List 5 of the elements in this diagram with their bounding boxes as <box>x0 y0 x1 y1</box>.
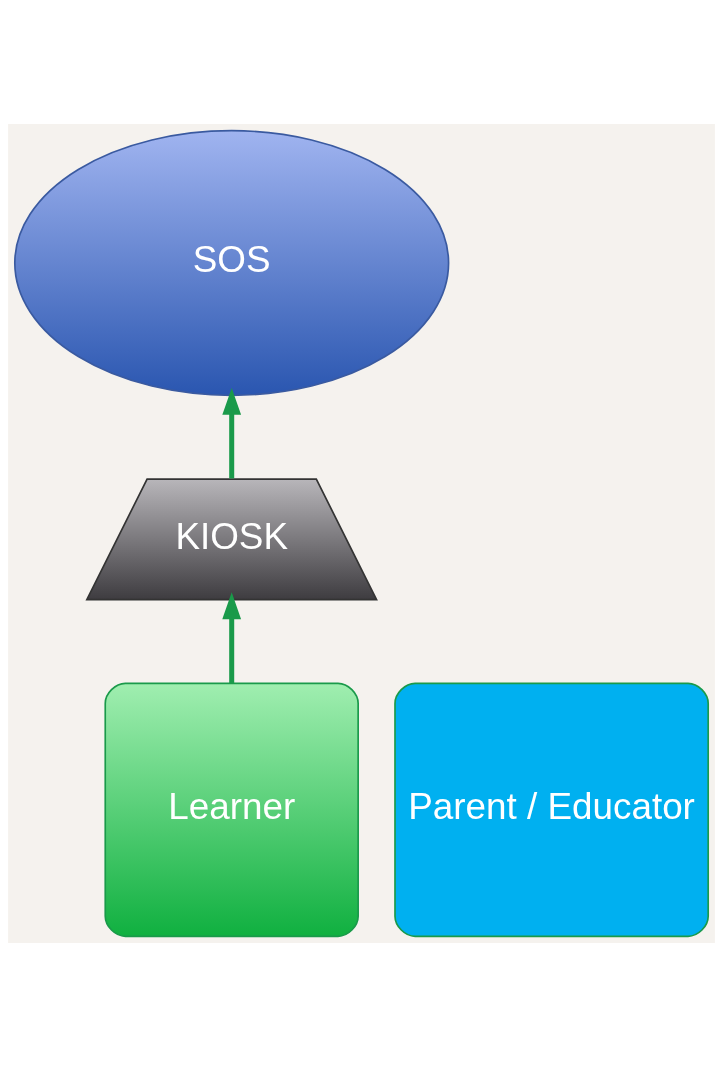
node-box: Learner <box>104 682 359 937</box>
node-box: Parent / Educator <box>394 682 710 937</box>
arrow <box>222 387 242 478</box>
node-ellipse: SOS <box>13 129 450 396</box>
arrow <box>222 591 242 683</box>
